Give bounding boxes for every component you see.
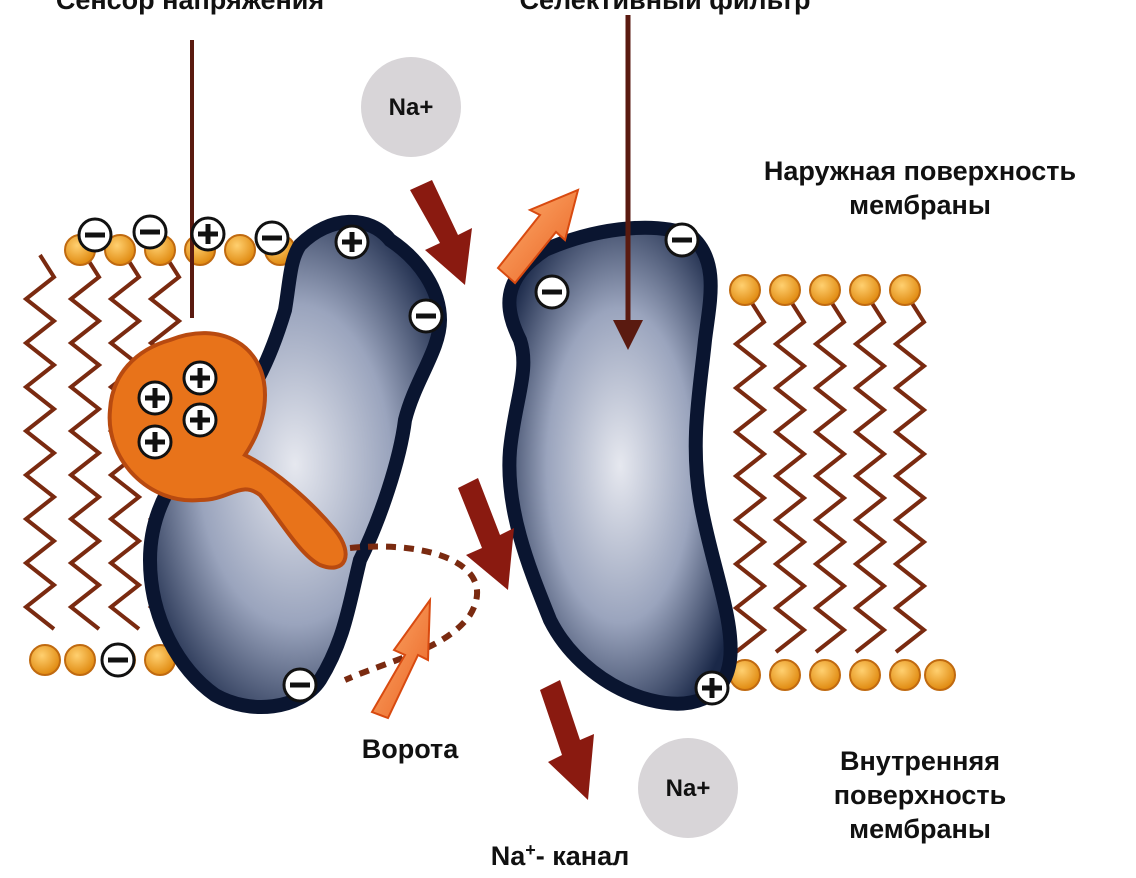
lipid-head [890,275,920,305]
ion-bottom-label: Na+ [666,775,711,802]
plus-charge [184,362,216,394]
label-na-channel: Na+- канал [440,840,680,874]
minus-charge [410,300,442,332]
lipid-head [730,275,760,305]
ion-bottom: Na+ [638,738,738,838]
inner-surface-line-3: мембраны [770,813,1070,847]
lipid-head [225,235,255,265]
lipid-head [810,660,840,690]
label-inner-surface: Внутренняя поверхность мембраны [770,745,1070,846]
lipid-tail [71,255,99,629]
lipid-tail [776,300,804,652]
label-voltage-sensor: Сенсор напряжения [0,0,380,18]
lipid-tail [896,300,924,652]
na-channel-tail: - канал [536,841,630,871]
plus-charge [139,382,171,414]
minus-charge [256,222,288,254]
plus-charge [336,226,368,258]
lipid-tail [736,300,764,652]
minus-charge [284,669,316,701]
na-channel-base: Na [491,841,526,871]
label-selective-filter: Селективный фильтр [455,0,875,18]
outer-surface-line-1: Наружная поверхность [720,155,1120,189]
lipid-head [890,660,920,690]
lipid-head [850,660,880,690]
lipid-head [770,660,800,690]
minus-charge [536,276,568,308]
lipid-tail [26,255,54,629]
lipid-head [770,275,800,305]
minus-charge [102,644,134,676]
lipid-head [850,275,880,305]
lipid-tail [856,300,884,652]
inner-surface-line-1: Внутренняя [770,745,1070,779]
minus-charge [134,216,166,248]
flow-arrow-3 [540,680,594,800]
lipid-head [65,645,95,675]
na-channel-sup: + [525,840,536,860]
ion-top-label: Na+ [389,94,434,121]
label-gate: Ворота [340,733,480,767]
minus-charge [79,219,111,251]
plus-charge [184,404,216,436]
plus-charge [139,426,171,458]
label-outer-surface: Наружная поверхность мембраны [720,155,1120,223]
lipid-tail [816,300,844,652]
plus-charge [696,672,728,704]
plus-charge [192,218,224,250]
lipid-head [925,660,955,690]
lipid-head [30,645,60,675]
ion-top: Na+ [361,57,461,157]
inner-surface-line-2: поверхность [770,779,1070,813]
outer-surface-line-2: мембраны [720,189,1120,223]
minus-charge [666,224,698,256]
lipid-head [810,275,840,305]
